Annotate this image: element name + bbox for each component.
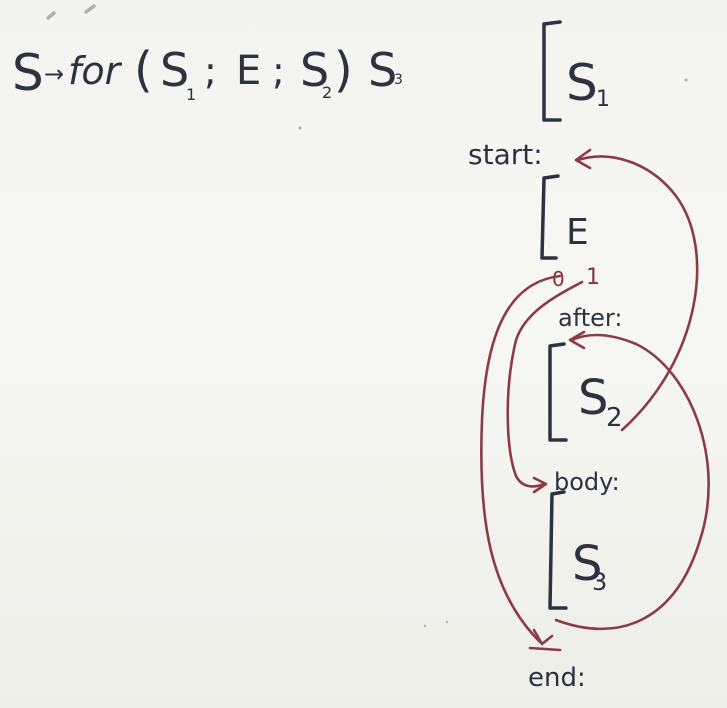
production-semicolon-1: ; (204, 49, 217, 93)
e-block: E (540, 174, 589, 260)
production-arrow: → (44, 60, 64, 88)
s2-block-name: S (578, 370, 608, 426)
true-branch-arrowhead (532, 476, 548, 494)
loop-back-arrowhead (574, 148, 592, 170)
false-branch-arrow (479, 274, 562, 644)
s3-bracket (548, 490, 568, 610)
production-semicolon-2: ; (272, 49, 285, 93)
false-branch-arrowhead (532, 628, 554, 646)
production-close-paren: ) (334, 42, 353, 98)
production-s3: S (368, 43, 397, 97)
s2-bracket (548, 342, 568, 442)
after-label: after: (558, 304, 622, 332)
true-branch-arrow (506, 280, 584, 488)
body-to-after-arrowhead (568, 330, 586, 350)
start-label: start: (468, 138, 543, 171)
s3-block-subscript: 3 (592, 568, 607, 596)
end-underline (528, 646, 562, 652)
false-mark: 0 (552, 267, 565, 291)
e-bracket (540, 174, 560, 260)
production-rule: S → for ( S 1 ; E ; S 2 ) S 3 (12, 42, 403, 104)
end-label: end: (528, 663, 586, 693)
production-s3-subscript: 3 (394, 72, 403, 88)
production-expr: E (236, 48, 261, 94)
board-smudges (46, 4, 688, 628)
s3-block-name: S (572, 536, 602, 592)
production-s1-subscript: 1 (186, 85, 196, 104)
true-mark: 1 (586, 265, 600, 290)
body-to-after-arrow (554, 333, 710, 631)
s1-block: S 1 (542, 20, 610, 122)
e-block-name: E (566, 212, 589, 253)
s1-block-name: S (566, 54, 598, 112)
s1-block-subscript: 1 (596, 87, 610, 112)
s2-block-subscript: 2 (606, 403, 623, 433)
production-keyword-for: for (68, 49, 123, 93)
s2-block: S 2 (548, 342, 623, 442)
control-flow-arrows (479, 148, 710, 652)
production-head: S (12, 44, 44, 102)
production-open-paren: ( (134, 42, 153, 98)
production-s2: S (300, 43, 329, 97)
s1-bracket (542, 20, 562, 122)
production-s1: S (160, 43, 189, 97)
s3-block: S 3 (548, 490, 607, 610)
production-s2-subscript: 2 (322, 83, 332, 102)
